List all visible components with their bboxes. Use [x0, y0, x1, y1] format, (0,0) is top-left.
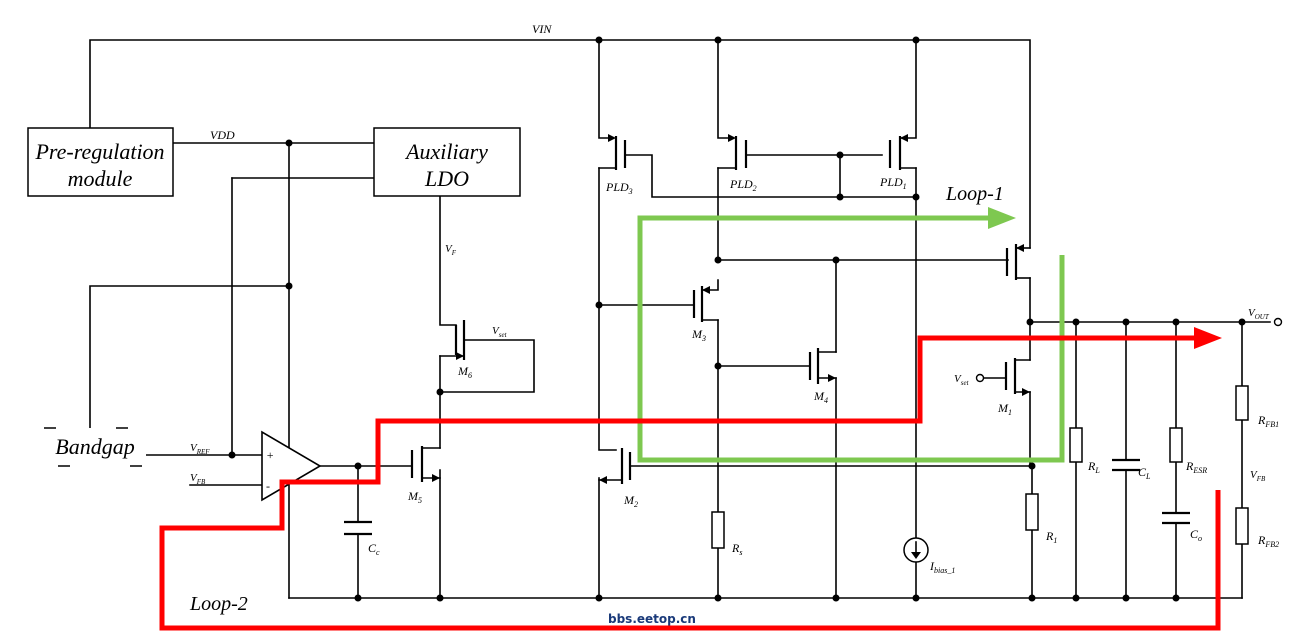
- r1-label: R1: [1045, 529, 1057, 545]
- error-amplifier: + -: [261, 430, 322, 502]
- m2-label: M2: [623, 493, 638, 509]
- pre-regulation-module-block: [27, 127, 174, 197]
- bandgap-block: Bandgap: [43, 427, 147, 467]
- transistor-m6: [439, 320, 466, 360]
- net-labels: VIN VDD VF Vset Vset VREF VFB VOUT VFB: [190, 22, 1270, 486]
- transistor-m3: [692, 286, 719, 322]
- vout-terminal: [1273, 317, 1283, 327]
- pld2-label: PLD2: [729, 177, 757, 193]
- watermark: bbs.eetop.cn: [608, 612, 696, 626]
- loop2-path: [159, 327, 1222, 631]
- auxiliary-ldo-block: [373, 127, 521, 197]
- transistor-m1: [1004, 358, 1031, 396]
- loop1-label: Loop-1: [945, 183, 1004, 205]
- loop1-path: [637, 207, 1065, 463]
- aux-ldo-label-2: LDO: [424, 166, 469, 191]
- transistor-m5: [410, 446, 441, 482]
- vset-label-m6: Vset: [492, 325, 508, 339]
- capacitor-co: [1162, 511, 1190, 525]
- capacitor-cl: [1112, 458, 1140, 472]
- resistor-r1: [1025, 493, 1039, 531]
- opamp-minus: -: [266, 479, 270, 493]
- bandgap-label: Bandgap: [55, 434, 134, 459]
- resistor-resr: [1169, 427, 1183, 463]
- resistor-rfb2: [1235, 507, 1249, 545]
- ibias-label: Ibias_1: [929, 559, 955, 575]
- vfb-input-label: VFB: [190, 472, 206, 486]
- loop2-label: Loop-2: [189, 593, 248, 615]
- aux-ldo-label-1: Auxiliary: [404, 139, 488, 164]
- pre-regulation-label-2: module: [68, 166, 133, 191]
- vset-label-m1: Vset: [954, 373, 970, 387]
- transistor-pld2: [717, 134, 748, 170]
- resistor-rl: [1069, 427, 1083, 463]
- junction-dots: [228, 36, 1246, 602]
- rfb2-label: RFB2: [1257, 533, 1279, 549]
- rfb1-label: RFB1: [1257, 413, 1279, 429]
- current-source-ibias: [903, 537, 929, 563]
- resr-label: RESR: [1185, 459, 1207, 475]
- transistor-m2: [598, 448, 632, 484]
- wires: [89, 39, 1271, 599]
- m6-label: M6: [457, 364, 472, 380]
- co-label: Co: [1190, 527, 1202, 543]
- rl-label: RL: [1087, 459, 1100, 475]
- resistor-rfb1: [1235, 385, 1249, 421]
- opamp-plus: +: [266, 448, 274, 462]
- pre-regulation-label-1: Pre-regulation: [34, 139, 164, 164]
- vin-label: VIN: [532, 22, 552, 36]
- component-labels: PLD3 PLD2 PLD1 M1 M2 M3 M4 M5 M6 Cc Rs I…: [368, 175, 1279, 575]
- transistor-pld1: [888, 134, 917, 170]
- vfb-divider-label: VFB: [1250, 469, 1266, 483]
- m3-label: M3: [691, 327, 706, 343]
- cc-label: Cc: [368, 541, 380, 557]
- transistor-pld3: [598, 134, 627, 170]
- m5-label: M5: [407, 489, 422, 505]
- pld1-label: PLD1: [879, 175, 907, 191]
- vout-label: VOUT: [1248, 307, 1270, 321]
- vdd-label: VDD: [210, 128, 235, 142]
- vref-label: VREF: [190, 442, 210, 456]
- pld3-label: PLD3: [605, 180, 633, 196]
- vset-terminal: [975, 373, 985, 383]
- transistor-power-pmos: [1005, 244, 1031, 280]
- m1-label: M1: [997, 401, 1012, 417]
- capacitor-cc: [344, 520, 372, 536]
- m4-label: M4: [813, 389, 828, 405]
- transistor-m4: [808, 348, 837, 384]
- vf-label: VF: [445, 243, 457, 257]
- cl-label: CL: [1138, 465, 1151, 481]
- rs-label: Rs: [731, 541, 742, 557]
- resistor-rs: [711, 511, 725, 549]
